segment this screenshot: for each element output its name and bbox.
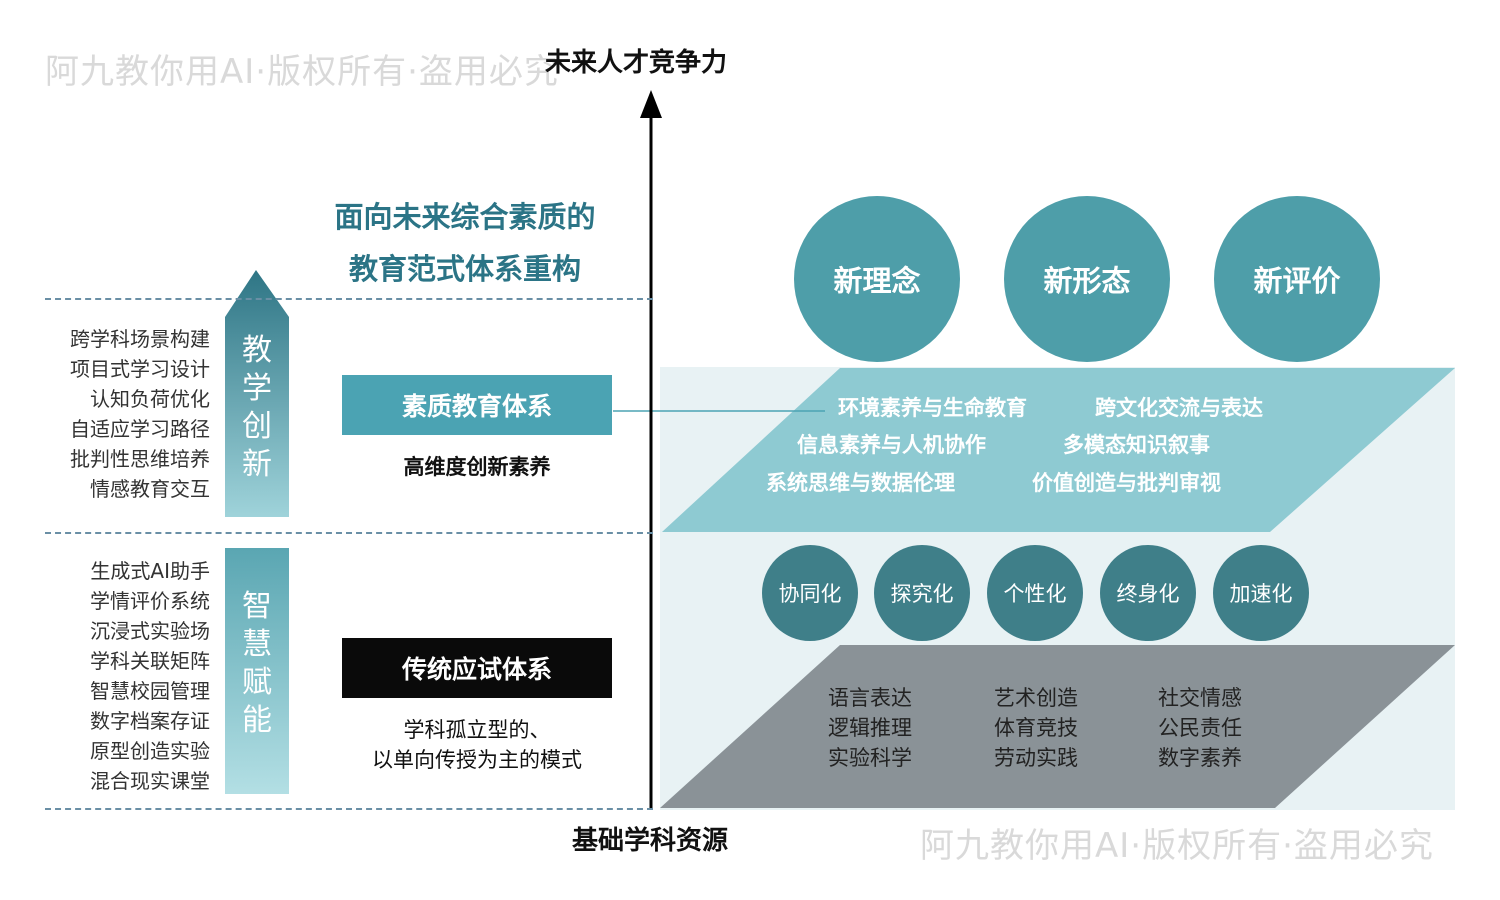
divider-top: [45, 298, 653, 300]
quality-system-subtitle: 高维度创新素养: [403, 455, 551, 479]
circle-new-concept: 新理念: [794, 196, 960, 362]
label-char: 新: [242, 447, 272, 482]
circle-new-evaluation: 新评价: [1214, 196, 1380, 362]
lower-plane-column-2: 艺术创造 体育竞技 劳动实践: [994, 683, 1078, 773]
axis-bottom-label: 基础学科资源: [572, 826, 729, 856]
list-item: 语言表达: [828, 686, 912, 710]
label-char: 能: [242, 703, 272, 738]
list-item: 学科关联矩阵: [90, 649, 210, 673]
upper-plane-item: 价值创造与批判审视: [1032, 471, 1221, 495]
circle-personalized: 个性化: [987, 545, 1083, 641]
divider-middle: [45, 532, 653, 534]
lower-plane: [660, 645, 1455, 808]
label-char: 智: [242, 589, 272, 624]
list-item: 数字素养: [1158, 746, 1242, 770]
list-item: 批判性思维培养: [70, 447, 210, 471]
list-item: 原型创造实验: [90, 739, 210, 763]
watermark-bottom: 阿九教你用AI·版权所有·盗用必究: [920, 826, 1434, 866]
circle-collaborative: 协同化: [762, 545, 858, 641]
smart-bar-shape: [225, 548, 289, 794]
list-item: 沉浸式实验场: [90, 619, 210, 643]
list-item: 智慧校园管理: [90, 679, 210, 703]
diagram-title-line2: 教育范式体系重构: [348, 252, 581, 286]
quality-system-box: 素质教育体系: [342, 375, 612, 435]
traditional-system-subtitle-2: 以单向传授为主的模式: [372, 748, 582, 772]
list-item: 学情评价系统: [90, 589, 210, 613]
list-item: 混合现实课堂: [90, 769, 210, 793]
teaching-innovation-list: 跨学科场景构建 项目式学习设计 认知负荷优化 自适应学习路径 批判性思维培养 情…: [70, 324, 210, 504]
list-item: 体育竞技: [994, 716, 1078, 740]
label-char: 学: [242, 371, 272, 406]
label-char: 慧: [242, 627, 272, 662]
axis-arrow-icon: [640, 90, 662, 118]
list-item: 公民责任: [1158, 716, 1242, 740]
upper-plane: [662, 368, 1455, 532]
list-item: 实验科学: [828, 746, 912, 770]
smart-empowerment-label: 智 慧 赋 能: [225, 588, 289, 740]
list-item: 社交情感: [1158, 686, 1242, 710]
list-item: 自适应学习路径: [70, 417, 210, 441]
list-item: 逻辑推理: [828, 716, 912, 740]
circle-inquiry: 探究化: [874, 545, 970, 641]
watermark-top: 阿九教你用AI·版权所有·盗用必究: [45, 52, 559, 92]
label-char: 创: [242, 409, 272, 444]
list-item: 生成式AI助手: [90, 559, 210, 583]
teaching-arrow-shape: [225, 270, 289, 517]
lower-plane-column-3: 社交情感 公民责任 数字素养: [1158, 683, 1242, 773]
upper-plane-item: 多模态知识叙事: [1063, 433, 1210, 457]
circle-new-form: 新形态: [1004, 196, 1170, 362]
list-item: 认知负荷优化: [90, 387, 210, 411]
divider-bottom: [45, 808, 653, 810]
diagram-title-line1: 面向未来综合素质的: [334, 200, 596, 234]
lower-plane-column-1: 语言表达 逻辑推理 实验科学: [828, 683, 912, 773]
upper-plane-item: 信息素养与人机协作: [797, 433, 986, 457]
upper-plane-item: 系统思维与数据伦理: [766, 471, 955, 495]
label-char: 教: [242, 333, 272, 368]
circle-accelerated: 加速化: [1213, 545, 1309, 641]
upper-plane-item: 跨文化交流与表达: [1095, 396, 1263, 420]
upper-plane-item: 环境素养与生命教育: [838, 396, 1027, 420]
list-item: 项目式学习设计: [70, 357, 210, 381]
traditional-system-subtitle-1: 学科孤立型的、: [403, 718, 551, 742]
circle-lifelong: 终身化: [1100, 545, 1196, 641]
axis-top-label: 未来人才竞争力: [545, 48, 728, 78]
list-item: 情感教育交互: [90, 477, 210, 501]
smart-empowerment-list: 生成式AI助手 学情评价系统 沉浸式实验场 学科关联矩阵 智慧校园管理 数字档案…: [90, 556, 210, 796]
list-item: 跨学科场景构建: [70, 327, 210, 351]
list-item: 劳动实践: [994, 746, 1078, 770]
label-char: 赋: [242, 665, 272, 700]
traditional-system-box: 传统应试体系: [342, 638, 612, 698]
teaching-innovation-label: 教 学 创 新: [225, 332, 289, 484]
list-item: 艺术创造: [994, 686, 1078, 710]
list-item: 数字档案存证: [90, 709, 210, 733]
